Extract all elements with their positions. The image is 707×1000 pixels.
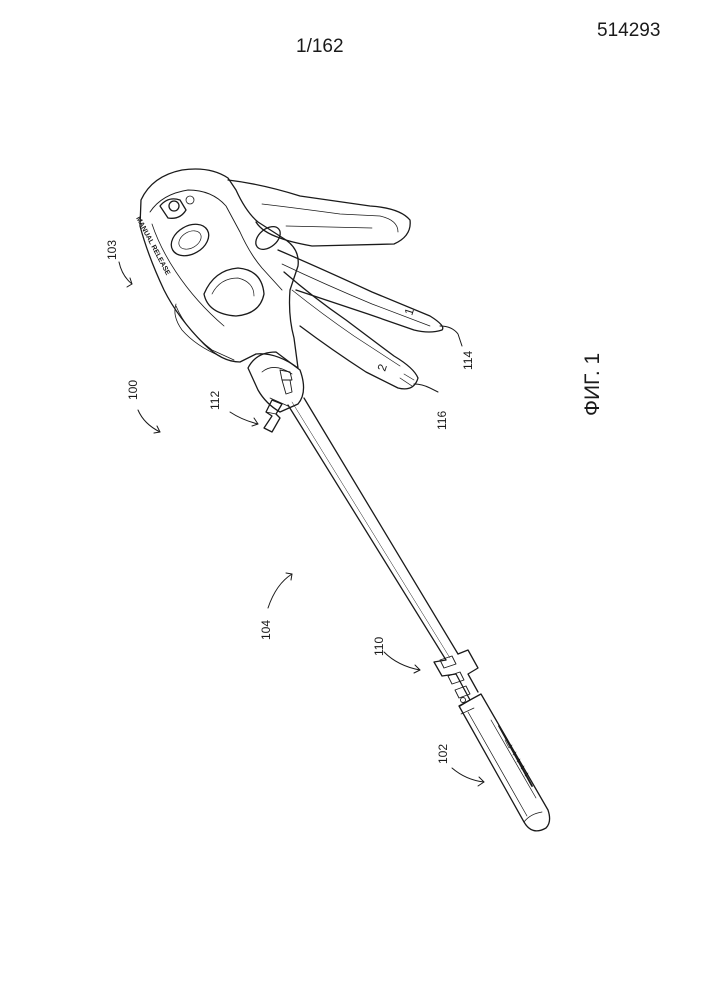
ref-100: 100 bbox=[126, 380, 140, 400]
callout-arrows bbox=[119, 262, 484, 786]
ref-116: 116 bbox=[435, 411, 449, 430]
ref-102: 102 bbox=[436, 744, 450, 764]
articulation-joint bbox=[434, 650, 478, 706]
closure-trigger bbox=[278, 250, 443, 332]
ref-103: 103 bbox=[105, 240, 119, 260]
articulation-lever bbox=[264, 400, 282, 432]
ref-104: 104 bbox=[259, 620, 273, 640]
pistol-grip bbox=[228, 180, 410, 246]
ref-112: 112 bbox=[208, 391, 222, 410]
trigger-number-2: 2 bbox=[375, 362, 390, 373]
end-effector bbox=[459, 694, 550, 831]
ref-114: 114 bbox=[461, 351, 475, 370]
ref-110: 110 bbox=[372, 637, 386, 656]
shaft bbox=[288, 398, 458, 660]
manual-release-engraving: MANUAL RELEASE bbox=[134, 216, 171, 277]
firing-trigger bbox=[284, 272, 418, 389]
figure-caption: ФИГ. 1 bbox=[581, 353, 604, 416]
rotation-knob bbox=[248, 352, 304, 412]
